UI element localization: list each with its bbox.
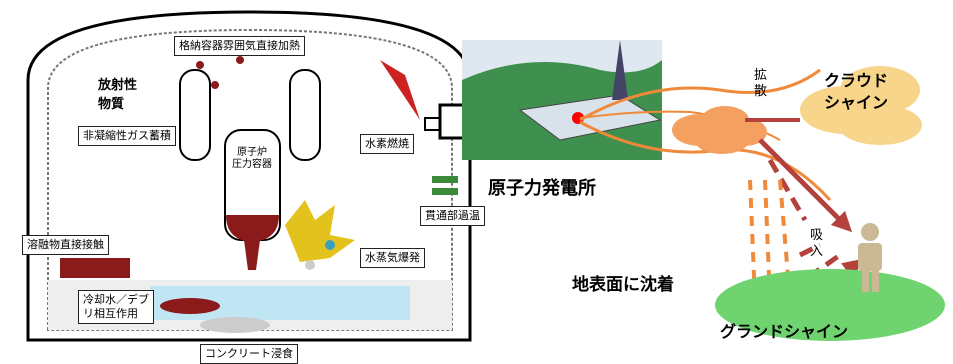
inhalation-label: 吸 入 <box>810 228 824 259</box>
person-icon <box>858 223 882 292</box>
plant-picture <box>462 40 662 160</box>
penetration-icon <box>432 176 458 195</box>
plant-label: 原子力発電所 <box>488 178 596 199</box>
ground-surface <box>715 269 945 341</box>
radioactive-label: 放射性 物質 <box>98 78 138 112</box>
inhalation-arrow <box>758 138 853 233</box>
deposition-label: 地表面に沈着 <box>572 275 674 295</box>
hydrogen-label: 水素燃焼 <box>360 134 414 154</box>
coolant-label: 冷却水／デブ リ相互作用 <box>78 290 154 324</box>
concrete-label: コンクリート浸食 <box>200 344 298 364</box>
melt-label: 溶融物直接接触 <box>22 235 109 255</box>
rpv-label: 原子炉 圧力容器 <box>232 147 272 170</box>
containment-vessel <box>26 10 472 342</box>
deposition-arrow <box>767 158 808 222</box>
noncondensable-label: 非凝縮性ガス蓄積 <box>78 126 176 146</box>
penetration-label: 貫通部過温 <box>420 206 485 226</box>
diffusion-label: 拡 散 <box>754 68 768 99</box>
plume-line-1 <box>579 68 821 122</box>
steam-label: 水蒸気爆発 <box>360 248 425 268</box>
groundshine-label: グランドシャイン <box>720 322 849 341</box>
cloudshine-label: クラウド シャイン <box>824 71 889 112</box>
ground-arrow-1 <box>798 242 822 258</box>
release-cloud <box>672 106 767 154</box>
direct-heating-label: 格納容器雰囲気直接加熱 <box>174 36 305 56</box>
fallout-lines <box>748 179 792 301</box>
cloudshine-cloud <box>800 66 922 145</box>
